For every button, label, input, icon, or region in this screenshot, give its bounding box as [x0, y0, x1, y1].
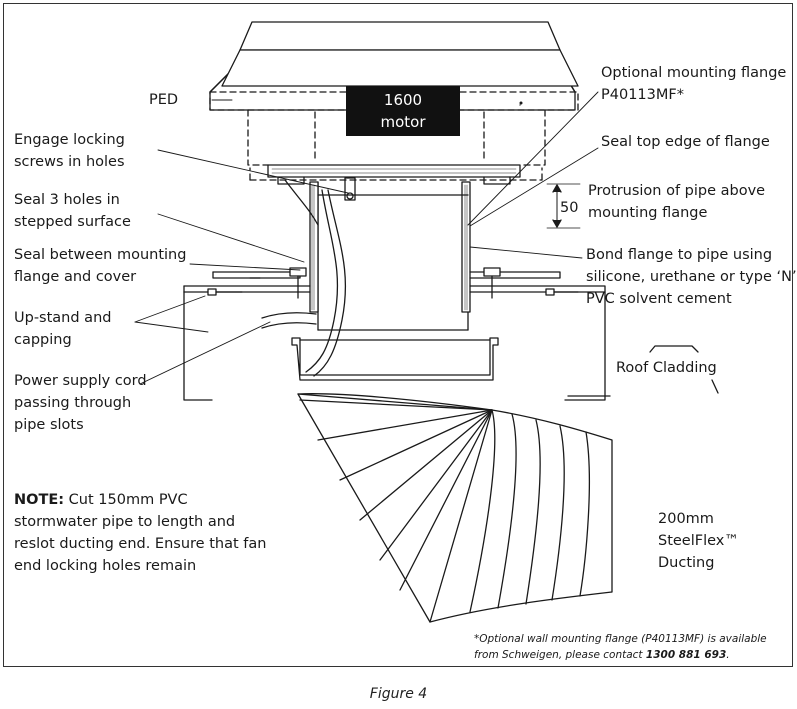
- label-bond-3: PVC solvent cement: [586, 291, 732, 307]
- footnote-phone: 1300 881 693: [645, 649, 727, 661]
- label-mounting-flange-1: Optional mounting flange: [601, 65, 787, 81]
- motor-housing: [247, 109, 546, 181]
- label-bond-1: Bond flange to pipe using: [586, 247, 773, 263]
- footnote-line-1: *Optional wall mounting flange (P40113MF…: [474, 633, 767, 645]
- label-engage-locking: Engage locking screws in holes: [14, 129, 125, 173]
- label-seal-between: Seal between mounting flange and cover: [14, 244, 186, 288]
- fan-cowl: [209, 21, 579, 111]
- footnote-line-2-prefix: from Schweigen, please contact: [474, 649, 646, 661]
- motor-line-2: motor: [380, 113, 426, 131]
- note-line-3: reslot ducting end. Ensure that fan: [14, 536, 267, 552]
- pvc-pipe: [309, 181, 471, 331]
- note-block: NOTE: Cut 150mm PVC stormwater pipe to l…: [14, 489, 266, 577]
- label-ducting-1: 200mm: [658, 511, 714, 527]
- note-line-2: stormwater pipe to length and: [14, 514, 236, 530]
- label-seal-3-1: Seal 3 holes in: [14, 192, 120, 208]
- figure-caption: Figure 4: [369, 686, 428, 702]
- label-ducting-3: Ducting: [658, 555, 715, 571]
- label-upstand: Up-stand and capping: [14, 307, 111, 351]
- label-ducting-2: SteelFlex™: [658, 533, 739, 549]
- label-power-1: Power supply cord: [14, 373, 147, 389]
- label-ped: PED: [149, 92, 179, 108]
- leader-lines: [134, 91, 599, 385]
- label-upstand-2: capping: [14, 332, 72, 348]
- footnote: *Optional wall mounting flange (P40113MF…: [474, 631, 767, 663]
- label-seal-between-1: Seal between mounting: [14, 247, 187, 263]
- label-power-3: pipe slots: [14, 417, 84, 433]
- label-power-2: passing through: [14, 395, 132, 411]
- label-bond-flange: Bond flange to pipe using silicone, uret…: [586, 244, 797, 310]
- power-cord: [261, 179, 347, 377]
- motor-line-1: 1600: [383, 91, 423, 109]
- label-seal-between-2: flange and cover: [14, 269, 137, 285]
- note-line-4: end locking holes remain: [14, 558, 197, 574]
- label-power-cord: Power supply cord passing through pipe s…: [14, 370, 147, 436]
- label-mounting-flange: Optional mounting flange P40113MF*: [601, 62, 786, 106]
- flex-ducting: [297, 393, 613, 623]
- label-bond-2: silicone, urethane or type ‘N’: [586, 269, 797, 285]
- label-seal-top-edge: Seal top edge of flange: [601, 134, 770, 150]
- label-roof-cladding: Roof Cladding: [616, 360, 717, 376]
- motor-badge: 1600 motor: [346, 86, 460, 136]
- dimension-line: [546, 183, 581, 229]
- duct-spigot: [291, 337, 499, 381]
- footnote-suffix: .: [726, 649, 730, 661]
- label-seal-3-2: stepped surface: [14, 214, 131, 230]
- label-protrusion-2: mounting flange: [588, 205, 708, 221]
- note-heading: NOTE:: [14, 492, 65, 508]
- label-dimension-50: 50: [560, 200, 579, 216]
- label-protrusion-1: Protrusion of pipe above: [588, 183, 766, 199]
- label-protrusion: Protrusion of pipe above mounting flange: [588, 180, 765, 224]
- mounting-flange: [183, 267, 719, 401]
- label-engage-1: Engage locking: [14, 132, 125, 148]
- label-mounting-flange-2: P40113MF*: [601, 87, 684, 103]
- note-line-1: Cut 150mm PVC: [64, 492, 188, 508]
- label-seal-3-holes: Seal 3 holes in stepped surface: [14, 189, 131, 233]
- label-upstand-1: Up-stand and: [14, 310, 112, 326]
- label-engage-2: screws in holes: [14, 154, 125, 170]
- mounting-plate: [267, 164, 521, 201]
- label-ducting: 200mm SteelFlex™ Ducting: [658, 508, 739, 574]
